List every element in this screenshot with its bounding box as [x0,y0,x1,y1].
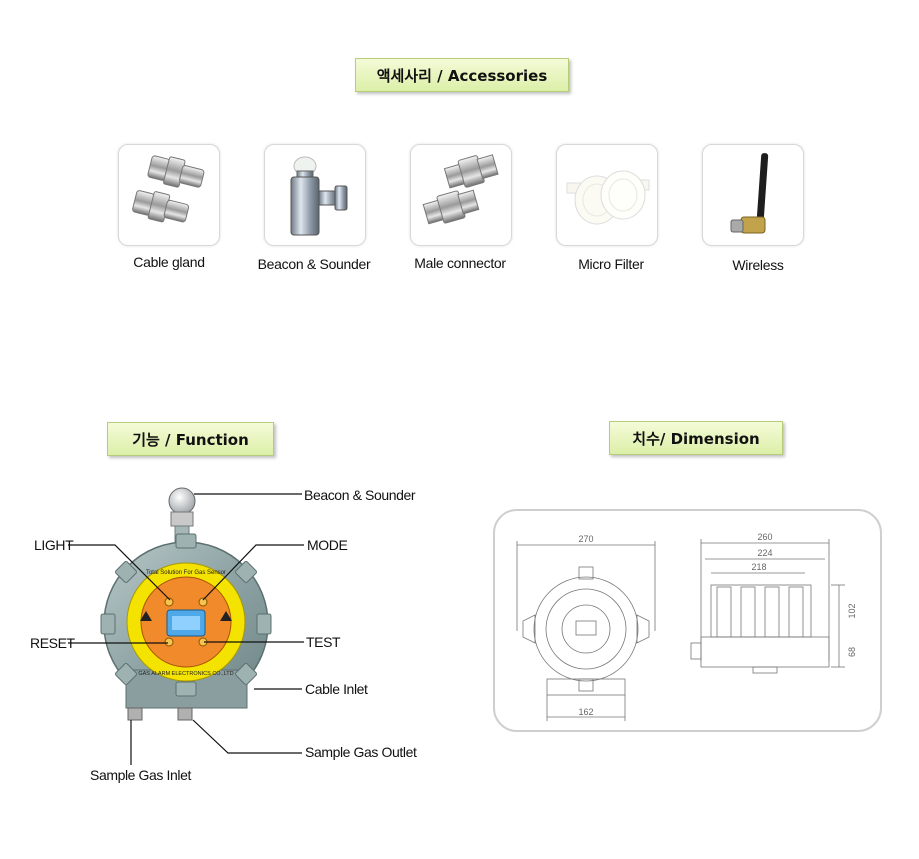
callout-test: TEST [306,634,341,650]
dim-side-224: 224 [757,548,772,558]
accessory-micro-filter-card [556,144,658,246]
callout-cable-inlet: Cable Inlet [305,681,368,697]
callout-sample-gas-inlet: Sample Gas Inlet [90,767,191,783]
dim-side-102: 102 [847,603,857,618]
dim-front-270: 270 [578,534,593,544]
accessory-male-connector-card [410,144,512,246]
function-title: 기능 / Function [107,422,274,456]
accessory-wireless-card [702,144,804,246]
callout-beacon-sounder: Beacon & Sounder [304,487,416,503]
dim-side-260: 260 [757,532,772,542]
callout-sample-gas-outlet: Sample Gas Outlet [305,744,417,760]
beacon-dome [168,487,196,515]
beacon-sounder-icon [290,156,348,236]
dimension-drawing: 270 162 260 224 218 102 68 [516,532,857,721]
male-connector-icon [422,154,499,225]
accessory-wireless-label: Wireless [732,257,784,273]
dimension-title: 치수/ Dimension [609,421,783,455]
accessory-cable-gland-label: Cable gland [133,254,205,270]
device-bottom-text: GAS ALARM ELECTRONICS CO.,LTD [138,671,233,677]
accessories-title: 액세사리 / Accessories [355,58,569,92]
accessory-male-connector-label: Male connector [414,255,506,271]
accessory-beacon-sounder-label: Beacon & Sounder [257,256,371,272]
callout-mode: MODE [307,537,348,553]
dim-side-218: 218 [751,562,766,572]
accessory-micro-filter-label: Micro Filter [578,256,644,272]
callout-reset: RESET [30,635,75,651]
callout-light: LIGHT [34,537,74,553]
gas-detector-diagram: Total Solution For Gas Sensor GAS ALARM … [68,487,304,765]
dim-side-68: 68 [847,647,857,657]
cable-gland-icon [132,155,205,223]
accessory-cable-gland-card [118,144,220,246]
accessory-beacon-sounder-card [264,144,366,246]
micro-filter-icon [566,170,650,225]
device-top-text: Total Solution For Gas Sensor [146,570,226,576]
antenna-icon [730,153,769,234]
dimension-drawing-frame: 270 162 260 224 218 102 68 [493,509,882,732]
dim-front-162: 162 [578,707,593,717]
